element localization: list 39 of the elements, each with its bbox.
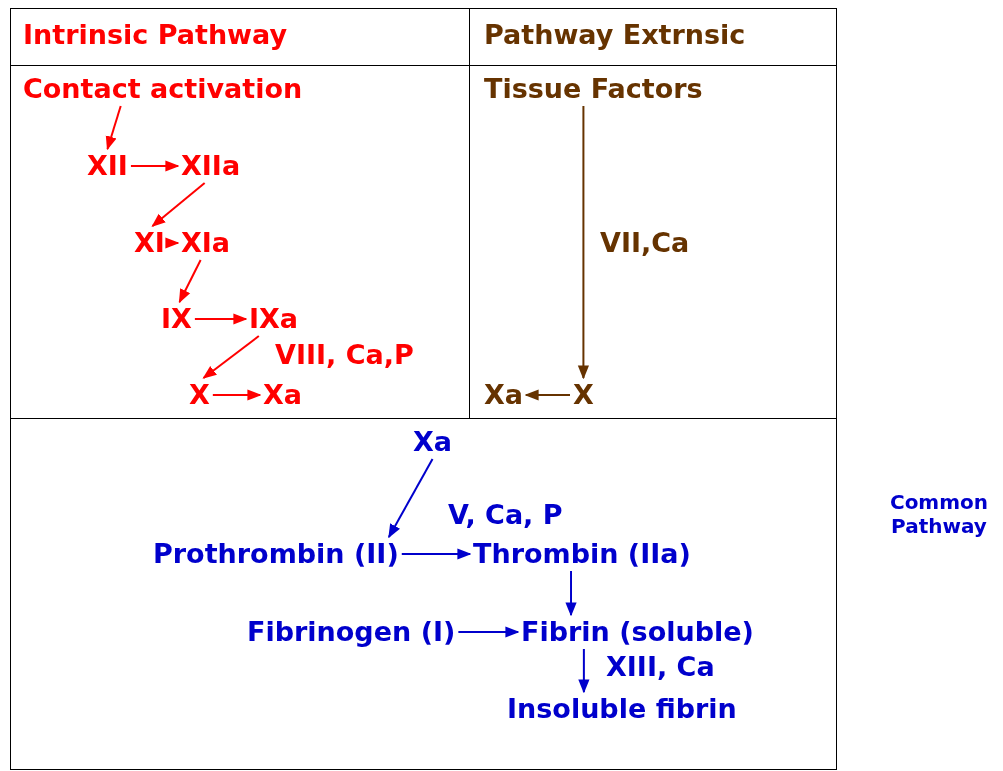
factor-label: Fibrin (soluble)	[521, 617, 754, 647]
factor-label: XIIa	[181, 151, 241, 181]
factor-label: Insoluble fibrin	[507, 694, 737, 724]
factor-label: Tissue Factors	[484, 74, 703, 104]
arrow	[129, 160, 180, 172]
arrow	[524, 389, 571, 401]
pathway-label: Common Pathway	[888, 490, 990, 538]
factor-label: IX	[161, 304, 192, 334]
arrow	[165, 237, 180, 249]
factor-label: XII	[87, 151, 128, 181]
factor-label: Fibrinogen (I)	[247, 617, 456, 647]
arrow	[577, 105, 589, 380]
factor-label: X	[189, 380, 210, 410]
arrow	[105, 105, 122, 151]
factor-label: Prothrombin (II)	[153, 539, 399, 569]
factor-label: Contact activation	[23, 74, 303, 104]
arrow	[211, 389, 262, 401]
factor-label: Xa	[263, 380, 303, 410]
factor-label: Xa	[484, 380, 524, 410]
arrow	[193, 313, 248, 325]
arrow	[202, 335, 260, 379]
header-cell	[10, 8, 470, 66]
factor-label: X	[573, 380, 594, 410]
factor-label: Xa	[413, 427, 453, 457]
column-heading: Intrinsic Pathway	[23, 20, 288, 50]
arrow	[387, 458, 434, 539]
factor-label: IXa	[249, 304, 299, 334]
column-heading: Pathway Extrnsic	[484, 20, 746, 50]
arrow	[400, 548, 472, 560]
arrow	[151, 182, 206, 227]
arrow	[578, 648, 590, 694]
table-cell	[10, 418, 837, 770]
factor-label: Thrombin (IIa)	[473, 539, 691, 569]
arrow	[178, 259, 202, 304]
header-cell	[469, 8, 837, 66]
factor-label: XIa	[181, 228, 231, 258]
factor-label: XI	[134, 228, 165, 258]
arrow	[457, 626, 520, 638]
arrow	[565, 570, 577, 617]
